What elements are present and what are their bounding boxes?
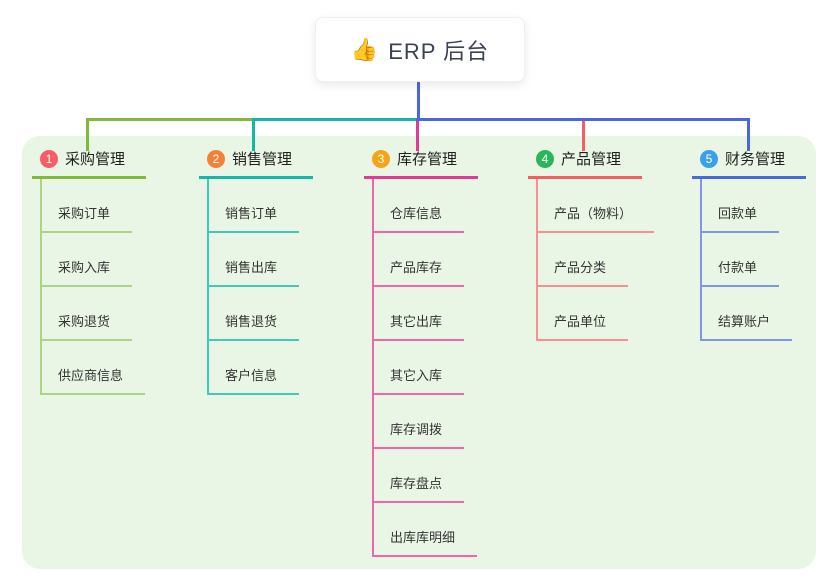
branch-number-badge: 1 [40, 149, 58, 168]
branch-children: 仓库信息 产品库存 其它出库 其它入库 库存调拨 库存盘点 出库库明细 [364, 179, 524, 557]
thumbs-up-icon: 👍 [350, 36, 379, 62]
connector-root-vertical [417, 82, 420, 119]
child-node[interactable]: 付款单 [700, 233, 780, 287]
child-node[interactable]: 采购退货 [40, 287, 133, 341]
branch-label: 产品管理 [561, 151, 622, 168]
branch-sales: 2 销售管理 销售订单 销售出库 销售退货 客户信息 [199, 148, 359, 395]
child-node[interactable]: 回款单 [700, 179, 780, 233]
child-node[interactable]: 产品单位 [536, 287, 629, 341]
branch-label: 财务管理 [725, 151, 786, 168]
child-node[interactable]: 销售订单 [207, 179, 300, 233]
child-node[interactable]: 采购入库 [40, 233, 133, 287]
branch-node[interactable]: 1 采购管理 [32, 148, 146, 179]
branch-product: 4 产品管理 产品（物料） 产品分类 产品单位 [528, 148, 688, 341]
branch-children-connector [372, 179, 374, 557]
branch-node[interactable]: 4 产品管理 [528, 148, 642, 179]
connector-horizontal-right [416, 118, 750, 121]
child-node[interactable]: 产品库存 [372, 233, 465, 287]
branch-children: 采购订单 采购入库 采购退货 供应商信息 [32, 179, 192, 395]
branch-label: 采购管理 [65, 151, 126, 168]
branch-children-connector [207, 179, 209, 395]
branch-number-badge: 4 [536, 149, 554, 168]
branch-finance: 5 财务管理 回款单 付款单 结算账户 [692, 148, 839, 341]
branch-children: 销售订单 销售出库 销售退货 客户信息 [199, 179, 359, 395]
branch-children: 产品（物料） 产品分类 产品单位 [528, 179, 688, 341]
connector-horizontal-mid [252, 118, 418, 121]
branch-node[interactable]: 5 财务管理 [692, 148, 806, 179]
branch-node[interactable]: 3 库存管理 [364, 148, 478, 179]
child-node[interactable]: 客户信息 [207, 341, 300, 395]
child-node[interactable]: 结算账户 [700, 287, 793, 341]
child-node[interactable]: 库存盘点 [372, 449, 465, 503]
branch-label: 库存管理 [397, 151, 458, 168]
branch-number-badge: 3 [372, 149, 390, 168]
branch-purchase: 1 采购管理 采购订单 采购入库 采购退货 供应商信息 [32, 148, 192, 395]
branch-number-badge: 5 [700, 149, 718, 168]
connector-drop-sales [252, 121, 255, 151]
branch-children-connector [700, 179, 702, 341]
connector-drop-finance [747, 118, 750, 151]
branch-children-connector [40, 179, 42, 395]
branch-node[interactable]: 2 销售管理 [199, 148, 313, 179]
child-node[interactable]: 仓库信息 [372, 179, 465, 233]
connector-drop-purchase [86, 118, 89, 151]
child-node[interactable]: 出库库明细 [372, 503, 478, 557]
root-label: ERP 后台 [388, 38, 490, 64]
branch-children-connector [536, 179, 538, 341]
branch-children: 回款单 付款单 结算账户 [692, 179, 839, 341]
child-node[interactable]: 产品分类 [536, 233, 629, 287]
branch-label: 销售管理 [232, 151, 293, 168]
child-node[interactable]: 采购订单 [40, 179, 133, 233]
child-node[interactable]: 其它入库 [372, 341, 465, 395]
connector-drop-product [582, 121, 585, 151]
child-node[interactable]: 销售出库 [207, 233, 300, 287]
child-node[interactable]: 库存调拨 [372, 395, 465, 449]
connector-drop-inventory [416, 121, 419, 151]
root-node[interactable]: 👍 ERP 后台 [315, 17, 525, 82]
branch-inventory: 3 库存管理 仓库信息 产品库存 其它出库 其它入库 库存调拨 库存盘点 出库库… [364, 148, 524, 557]
connector-horizontal-left [86, 118, 254, 121]
child-node[interactable]: 供应商信息 [40, 341, 146, 395]
branch-number-badge: 2 [207, 149, 225, 168]
child-node[interactable]: 其它出库 [372, 287, 465, 341]
group-panel [22, 136, 816, 569]
child-node[interactable]: 产品（物料） [536, 179, 655, 233]
child-node[interactable]: 销售退货 [207, 287, 300, 341]
